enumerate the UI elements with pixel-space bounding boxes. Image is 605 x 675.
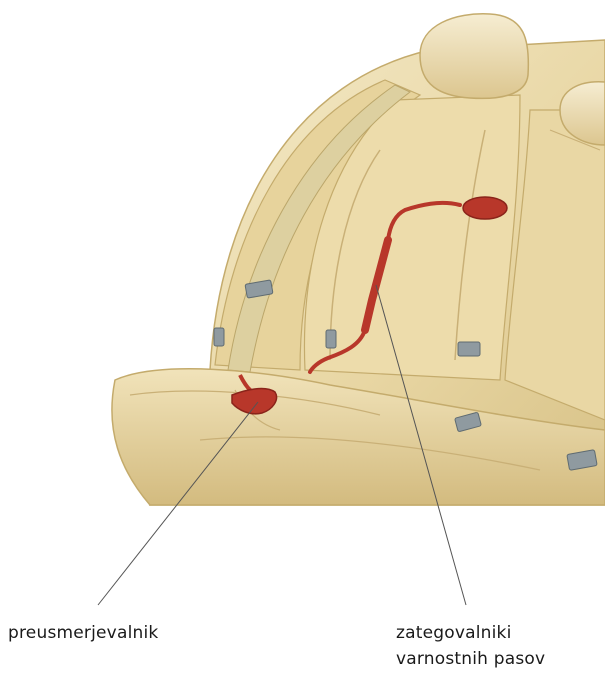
label-belt-deflector: preusmerjevalnik	[8, 620, 158, 646]
label-belt-tensioners: zategovalniki varnostnih pasov	[396, 620, 545, 672]
label-belt-tensioners-line2: varnostnih pasov	[396, 646, 545, 672]
headrest-left	[420, 14, 528, 99]
label-belt-tensioners-line1: zategovalniki	[396, 620, 545, 646]
